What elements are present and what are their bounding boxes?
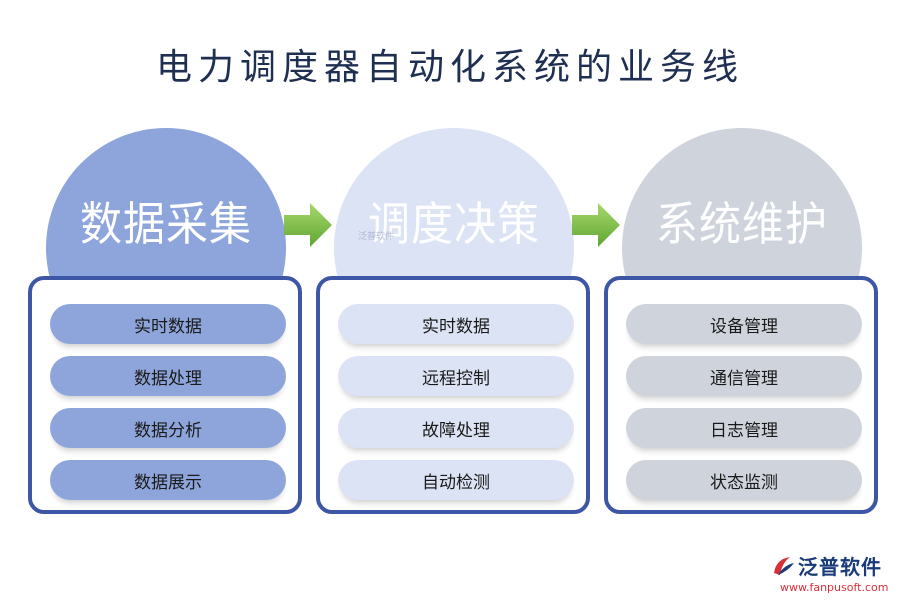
list-item: 数据分析 [50,408,286,448]
heading-label: 数据采集 [79,196,252,251]
arrow-right-icon [572,203,620,247]
brand-logo: 泛普软件 www.fanpusoft.com [770,553,894,597]
watermark: 泛普软件 [358,232,395,242]
heading-label: 调度决策 [367,196,540,251]
arrow-right-icon [284,203,332,247]
list-item: 远程控制 [338,356,574,396]
list-item: 数据展示 [50,460,286,500]
column-dispatch-decision: 调度决策 实时数据 远程控制 故障处理 自动检测 [316,0,596,600]
list-item: 通信管理 [626,356,862,396]
column-system-maintenance: 系统维护 设备管理 通信管理 日志管理 状态监测 [604,0,884,600]
page-title: 电力调度器自动化系统的业务线 [155,47,744,88]
fanpu-logo-icon [774,557,794,575]
list-item: 实时数据 [50,304,286,344]
list-item: 数据处理 [50,356,286,396]
brand-url: www.fanpusoft.com [780,581,889,594]
list-item: 实时数据 [338,304,574,344]
list-item: 设备管理 [626,304,862,344]
column-data-collection: 数据采集 实时数据 数据处理 数据分析 数据展示 [28,0,308,600]
item-panel: 实时数据 数据处理 数据分析 数据展示 [28,276,302,514]
list-item: 状态监测 [626,460,862,500]
list-item: 故障处理 [338,408,574,448]
brand-name: 泛普软件 [798,555,882,579]
list-item: 自动检测 [338,460,574,500]
list-item: 日志管理 [626,408,862,448]
item-panel: 实时数据 远程控制 故障处理 自动检测 [316,276,590,514]
heading-label: 系统维护 [655,196,828,251]
item-panel: 设备管理 通信管理 日志管理 状态监测 [604,276,878,514]
